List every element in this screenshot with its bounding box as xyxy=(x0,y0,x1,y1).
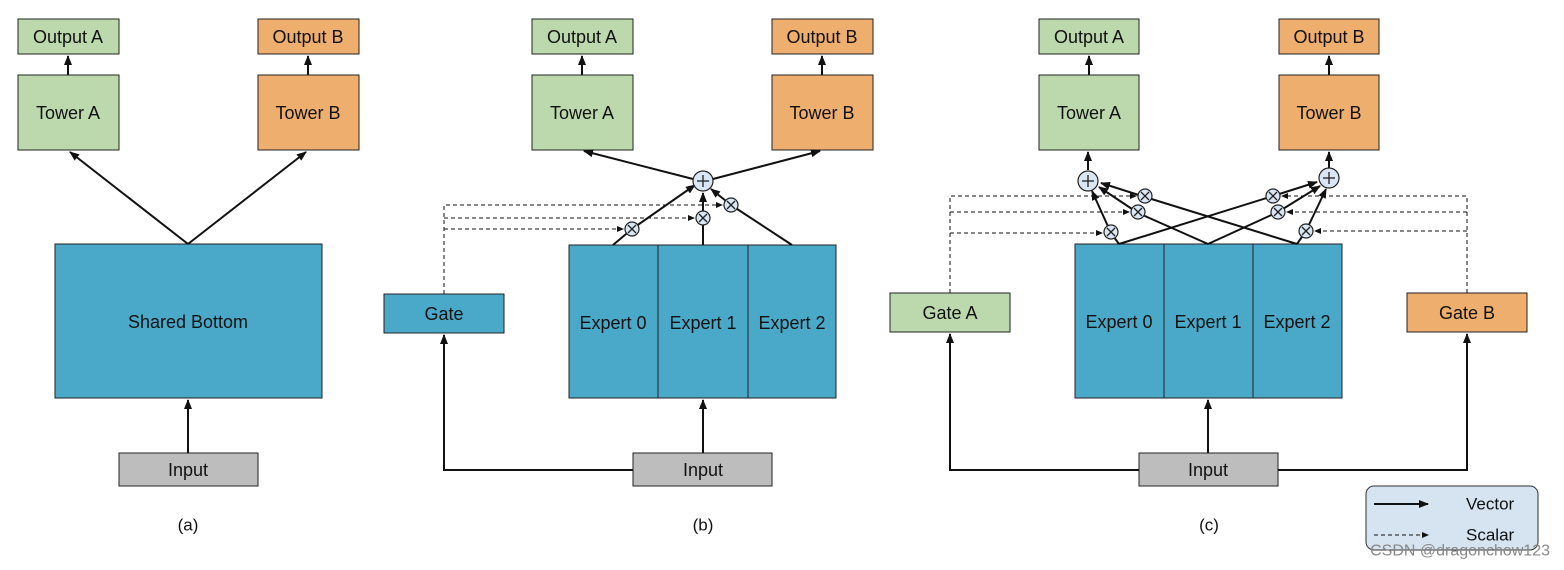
svg-text:Gate A: Gate A xyxy=(922,303,977,323)
caption-c: (c) xyxy=(1199,516,1219,535)
svg-text:Input: Input xyxy=(683,460,723,480)
diagram-b: Output A Output B Tower A Tower B Gate E… xyxy=(383,18,874,535)
output-a-box: Output A xyxy=(1038,18,1140,55)
sum-op-icon xyxy=(692,170,714,192)
diagram-a: Output A Output B Tower A Tower B Shared… xyxy=(17,18,360,535)
caption-b: (b) xyxy=(693,516,714,535)
scalar-arrows xyxy=(949,193,1468,293)
multiply-op-icon xyxy=(723,197,739,213)
input-box: Input xyxy=(1138,452,1279,487)
multiply-op-icon xyxy=(1298,223,1314,239)
expert-2-box: Expert 2 xyxy=(1252,243,1343,399)
svg-text:Output A: Output A xyxy=(1054,27,1124,47)
svg-text:Expert 0: Expert 0 xyxy=(579,313,646,333)
expert-1-box: Expert 1 xyxy=(1163,243,1254,399)
vector-arrows xyxy=(64,55,312,453)
svg-text:Output B: Output B xyxy=(786,27,857,47)
multiply-op-icon xyxy=(624,221,640,237)
svg-text:Input: Input xyxy=(1188,460,1228,480)
multiply-op-icon xyxy=(1265,188,1281,204)
output-a-box: Output A xyxy=(531,18,634,55)
svg-text:Expert 2: Expert 2 xyxy=(758,313,825,333)
legend: Vector Scalar xyxy=(1365,485,1539,551)
multiply-op-icon xyxy=(1137,188,1153,204)
sum-op-icon xyxy=(1318,167,1340,189)
multiply-op-icon xyxy=(1270,204,1286,220)
svg-text:Tower B: Tower B xyxy=(1296,103,1361,123)
expert-2-box: Expert 2 xyxy=(747,244,837,399)
svg-text:Tower A: Tower A xyxy=(36,103,100,123)
svg-text:Expert 2: Expert 2 xyxy=(1263,312,1330,332)
gate-a-box: Gate A xyxy=(889,292,1011,333)
tower-b-box: Tower B xyxy=(771,74,874,151)
multiply-op-icon xyxy=(695,210,711,226)
shared-bottom-box: Shared Bottom xyxy=(54,243,323,399)
expert-0-box: Expert 0 xyxy=(568,244,659,399)
output-b-box: Output B xyxy=(1278,18,1380,55)
diagram-c: Output A Output B Tower A Tower B Gate A… xyxy=(889,18,1528,535)
scalar-arrows xyxy=(443,202,723,294)
tower-a-box: Tower A xyxy=(1038,74,1140,151)
svg-text:Tower B: Tower B xyxy=(275,103,340,123)
expert-0-box: Expert 0 xyxy=(1074,243,1165,399)
svg-text:Gate: Gate xyxy=(424,304,463,324)
input-box: Input xyxy=(118,452,259,487)
tower-b-box: Tower B xyxy=(1278,74,1380,151)
legend-vector-label: Vector xyxy=(1466,495,1515,514)
multiply-op-icon xyxy=(1103,224,1119,240)
svg-text:Shared Bottom: Shared Bottom xyxy=(128,312,248,332)
svg-text:Expert 1: Expert 1 xyxy=(1174,312,1241,332)
caption-a: (a) xyxy=(178,516,199,535)
svg-text:Gate B: Gate B xyxy=(1439,303,1495,323)
svg-text:Tower B: Tower B xyxy=(789,103,854,123)
multiply-op-icon xyxy=(1130,204,1146,220)
input-box: Input xyxy=(632,452,773,487)
expert-1-box: Expert 1 xyxy=(657,244,749,399)
gate-box: Gate xyxy=(383,293,505,334)
legend-scalar-label: Scalar xyxy=(1466,526,1515,545)
svg-text:Output B: Output B xyxy=(1293,27,1364,47)
tower-b-box: Tower B xyxy=(257,74,360,151)
watermark: CSDN @dragonchow123 xyxy=(1370,543,1550,560)
svg-text:Output A: Output A xyxy=(33,27,103,47)
vector-arrows xyxy=(946,55,1471,471)
svg-text:Input: Input xyxy=(168,460,208,480)
svg-text:Tower A: Tower A xyxy=(1057,103,1121,123)
output-b-box: Output B xyxy=(771,18,874,55)
svg-text:Expert 0: Expert 0 xyxy=(1085,312,1152,332)
svg-text:Output A: Output A xyxy=(547,27,617,47)
output-b-box: Output B xyxy=(257,18,360,55)
svg-text:Output B: Output B xyxy=(272,27,343,47)
tower-a-box: Tower A xyxy=(17,74,120,151)
tower-a-box: Tower A xyxy=(531,74,634,151)
sum-op-icon xyxy=(1077,170,1099,192)
output-a-box: Output A xyxy=(17,18,120,55)
gate-b-box: Gate B xyxy=(1406,292,1528,333)
svg-text:Expert 1: Expert 1 xyxy=(669,313,736,333)
svg-text:Tower A: Tower A xyxy=(550,103,614,123)
